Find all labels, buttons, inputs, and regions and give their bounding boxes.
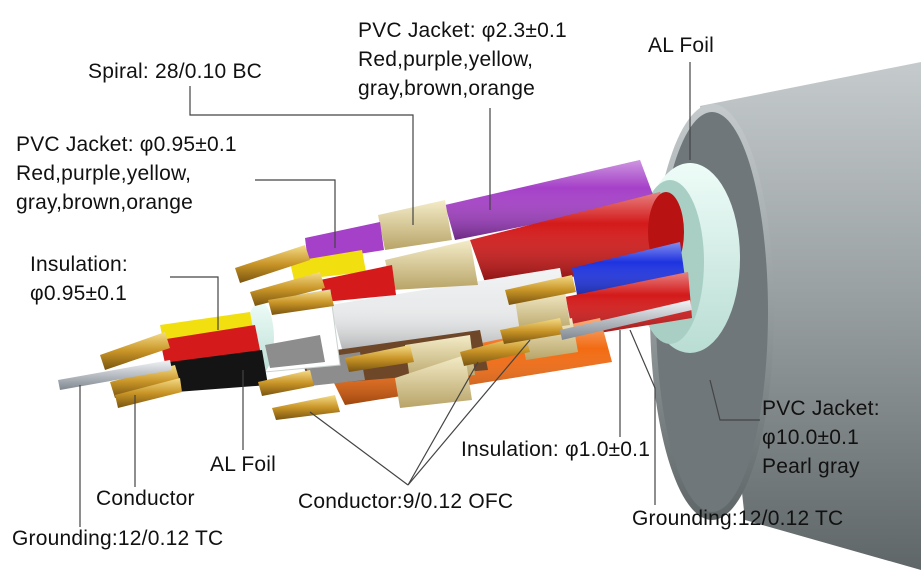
label-line: Red,purple,yellow, <box>16 162 192 185</box>
label-line: Red,purple,yellow, <box>358 48 534 71</box>
label-line: gray,brown,orange <box>358 77 535 100</box>
label-line: PVC Jacket: φ2.3±0.1 <box>358 19 567 42</box>
label-line: φ0.95±0.1 <box>30 282 128 305</box>
label-line: φ10.0±0.1 <box>762 426 860 449</box>
label-pvc-outer-core: PVC Jacket: φ2.3±0.1 Red,purple,yellow, … <box>358 16 567 103</box>
label-conductor-ofc: Conductor:9/0.12 OFC <box>298 490 514 513</box>
leader-lines <box>79 62 760 527</box>
label-outer-jacket: PVC Jacket: φ10.0±0.1 Pearl gray <box>762 394 880 481</box>
label-conductor: Conductor <box>96 487 195 510</box>
label-line: gray,brown,orange <box>16 191 193 214</box>
spiral-shields <box>378 200 578 408</box>
label-pvc-inner-core: PVC Jacket: φ0.95±0.1 Red,purple,yellow,… <box>16 130 237 217</box>
label-spiral: Spiral: 28/0.10 BC <box>88 60 263 83</box>
label-line: Pearl gray <box>762 455 860 478</box>
label-al-foil-inner: AL Foil <box>210 453 276 476</box>
label-al-foil-outer: AL Foil <box>648 34 714 57</box>
gold-conductors <box>100 245 576 420</box>
label-insulation-small: Insulation: φ0.95±0.1 <box>30 250 128 308</box>
label-grounding-right: Grounding:12/0.12 TC <box>632 507 844 530</box>
label-line: Insulation: <box>30 253 128 276</box>
label-grounding-left: Grounding:12/0.12 TC <box>12 527 224 550</box>
label-line: PVC Jacket: <box>762 397 880 420</box>
grounding-wires <box>58 300 692 390</box>
label-line: PVC Jacket: φ0.95±0.1 <box>16 133 237 156</box>
label-insulation-large: Insulation: φ1.0±0.1 <box>461 438 651 461</box>
